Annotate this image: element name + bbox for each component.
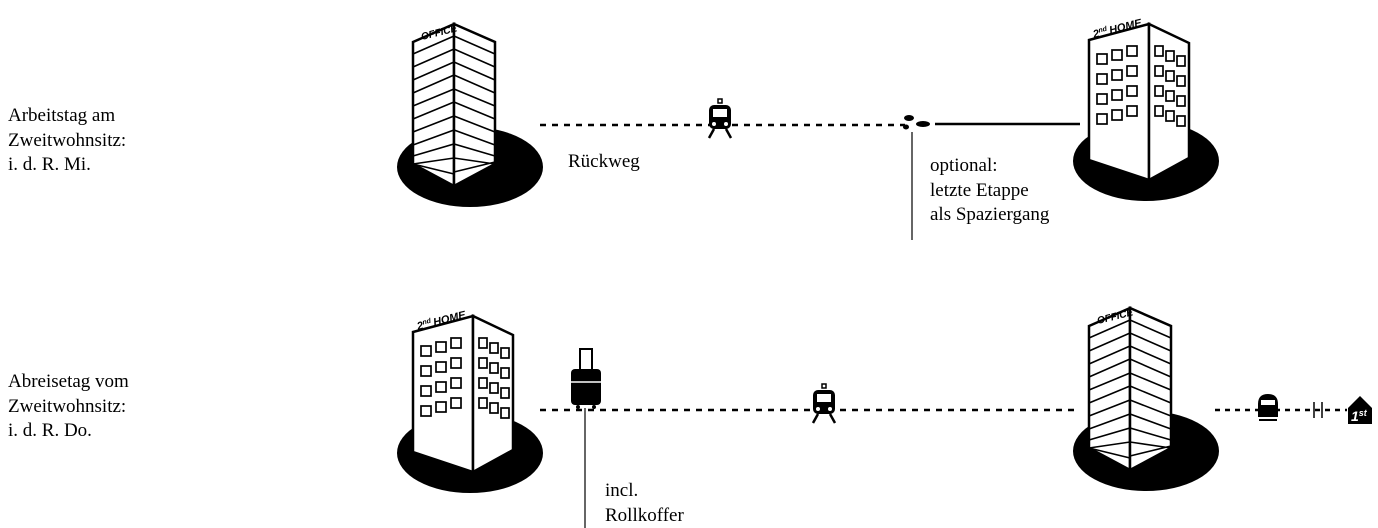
walking-note: optional: letzte Etappe als Spaziergang: [930, 154, 1049, 228]
row1-label-line: i. d. R. Mi.: [8, 154, 91, 175]
walking-note-line: optional:: [930, 155, 998, 176]
suitcase-note-line: incl.: [605, 480, 639, 501]
first-home-badge: 1st: [1351, 408, 1368, 424]
return-route-label: Rückweg: [568, 151, 640, 172]
track-barrier-icon: [1313, 402, 1323, 418]
suitcase-note: incl. Rollkoffer: [605, 479, 684, 528]
train-icon: [707, 97, 733, 140]
office-building-icon: OFFICE: [1071, 306, 1221, 493]
row1-label: Arbeitstag am Zweitwohnsitz: i. d. R. Mi…: [8, 104, 126, 178]
suitcase-note-line: Rollkoffer: [605, 504, 684, 526]
row1-label-line: Zweitwohnsitz:: [8, 129, 127, 151]
row2-label: Abreisetag vom Zweitwohnsitz: i. d. R. D…: [8, 370, 129, 444]
home-building-icon: 2ndHOME: [395, 309, 545, 495]
train-icon: [811, 382, 837, 425]
walking-note-line: als Spaziergang: [930, 204, 1050, 225]
home-building-icon: 2ndHOME: [1071, 17, 1221, 203]
high-speed-train-icon: [1258, 394, 1278, 421]
row2-label-line: Zweitwohnsitz:: [8, 395, 127, 417]
row2-label-line: Abreisetag vom: [8, 371, 129, 392]
first-home-icon: 1st: [1348, 396, 1372, 424]
walking-note-line: letzte Etappe: [930, 179, 1029, 201]
row1-label-line: Arbeitstag am: [8, 105, 116, 126]
office-building-icon: OFFICE: [395, 22, 545, 209]
row2-label-line: i. d. R. Do.: [8, 420, 92, 441]
rolling-suitcase-icon: [571, 348, 601, 409]
footprints-icon: [903, 115, 930, 130]
